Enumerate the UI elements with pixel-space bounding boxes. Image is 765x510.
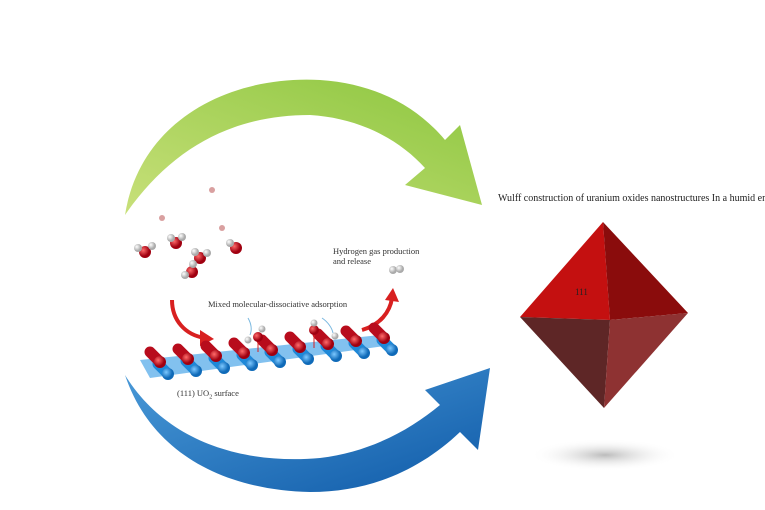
oxygen-atom [378,332,390,344]
blue-cycle-arrow [125,368,490,492]
uranium-atom [162,368,174,380]
oxygen-atom [266,344,278,356]
facet-label: 111 [575,287,588,297]
wulff-octahedron [520,222,688,408]
surface-label: (111) UO2 surface [177,388,239,403]
hydrogen-molecule-icon [389,265,404,274]
wulff-title: Wulff construction of uranium oxides nan… [498,193,765,204]
uranium-atom [386,344,398,356]
release-arrow [361,297,394,332]
hydrogen-label: Hydrogen gas production and release [333,246,420,266]
uranium-atom [246,359,258,371]
adsorption-label: Mixed molecular-dissociative adsorption [208,299,348,309]
octahedron-shadow [530,439,680,471]
oxygen-atom [294,341,306,353]
oxygen-atom [350,335,362,347]
uranium-atom [274,356,286,368]
oxygen-atom [182,353,194,365]
adsorbed-water [244,317,339,352]
oxygen-atom [210,350,222,362]
uranium-atom [330,350,342,362]
uranium-atom [190,365,202,377]
uranium-atom [358,347,370,359]
uranium-atom [218,362,230,374]
surface-label-suffix: surface [212,388,239,398]
oxygen-atom [322,338,334,350]
green-cycle-arrow [125,79,482,215]
water-molecules [134,187,242,279]
oxygen-atom [238,347,250,359]
surface-label-sub: 2 [209,394,213,401]
oxygen-atom [154,356,166,368]
surface-atoms [144,322,398,380]
surface-label-prefix: (111) UO [177,388,210,398]
uranium-atom [302,353,314,365]
